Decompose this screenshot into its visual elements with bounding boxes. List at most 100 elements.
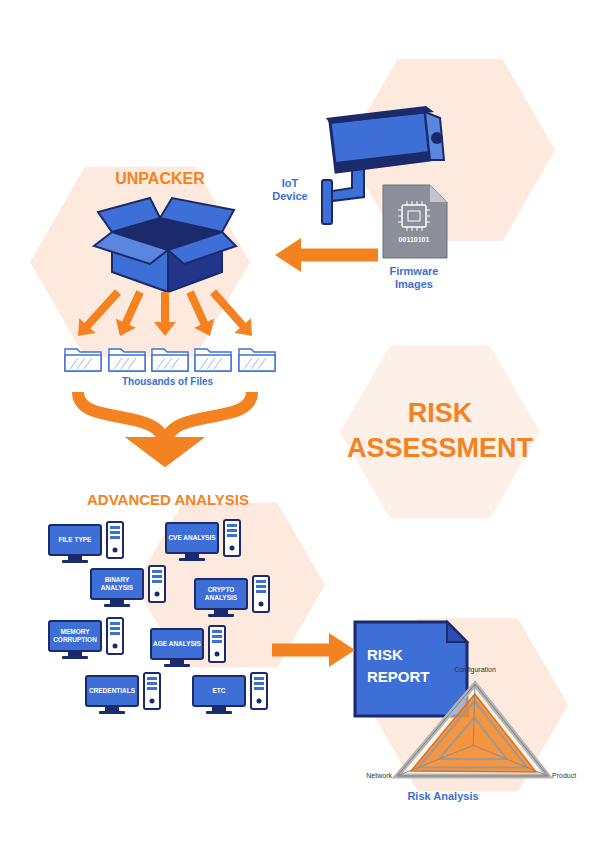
- radar-ring: [439, 718, 507, 759]
- monitor-box: CRYPTO ANALYSIS: [194, 578, 248, 610]
- arrow-line: [85, 292, 118, 329]
- node-text: AGE ANALYSIS: [152, 630, 202, 658]
- pc-tower: [251, 673, 267, 709]
- unpacker-node: UNPACKER: [95, 170, 275, 292]
- node-text: ADVANCED ANALYSIS: [63, 491, 273, 508]
- pc-tower: [224, 520, 240, 556]
- pc-tower: [209, 626, 225, 662]
- monitor-stand: [99, 706, 125, 714]
- arrow-head: [154, 322, 176, 336]
- arrow-head: [78, 318, 96, 336]
- radar-ring: [418, 701, 527, 767]
- node-text: BINARY ANALYSIS: [92, 570, 142, 598]
- box-flap: [94, 232, 168, 264]
- arrow-line: [161, 292, 169, 326]
- chip-core: [408, 211, 420, 221]
- firmware-node: 00110101Firmware Images: [378, 183, 450, 290]
- arrow-line: [190, 292, 206, 327]
- pc-tower: [149, 566, 165, 602]
- pc-tower: [107, 618, 123, 654]
- hexagon-bg: [340, 345, 540, 518]
- arrow-line: [124, 292, 140, 327]
- node-text: UNPACKER: [95, 170, 225, 188]
- arrow-head: [329, 633, 355, 667]
- radar-node: ConfigurationNetworkProductRisk Analysis: [340, 666, 580, 806]
- arrow-head: [194, 319, 214, 336]
- node-text: Firmware Images: [378, 265, 450, 290]
- folder-icon: [239, 349, 275, 371]
- radar-axes: [397, 684, 548, 776]
- arrow-head: [125, 437, 205, 467]
- camera-front: [425, 112, 444, 160]
- camera-hood: [326, 106, 434, 124]
- monitor-stand: [164, 659, 190, 667]
- analysis-group: ADVANCED ANALYSIS FILE TYPE CVE ANALYSIS BI…: [38, 467, 272, 722]
- box-flap: [168, 232, 236, 264]
- monitor-box: FILE TYPE: [48, 524, 102, 556]
- monitor-box: BINARY ANALYSIS: [90, 568, 144, 600]
- camera-underside: [336, 151, 430, 172]
- report-fold: [447, 622, 467, 642]
- node-text: 00110101: [378, 236, 450, 244]
- monitor-stand: [179, 553, 205, 561]
- arrow-head: [234, 318, 252, 336]
- monitor-stand: [62, 555, 88, 563]
- chip-pins: [398, 201, 430, 231]
- file-fold: [430, 185, 447, 202]
- node-text: Risk Analysis: [388, 790, 498, 803]
- monitor-box: MEMORY CORRUPTION: [48, 620, 102, 652]
- chip-icon: [402, 205, 426, 227]
- camera-lens: [431, 132, 443, 144]
- folder-icon: [109, 349, 145, 371]
- monitor-stand: [62, 651, 88, 659]
- monitor-box: ETC: [192, 675, 246, 707]
- main-heading: RISK ASSESSMENT: [335, 396, 545, 466]
- flow-arrow: [78, 392, 252, 467]
- node-text: Network: [340, 772, 392, 780]
- node-text: CVE ANALYSIS: [167, 524, 217, 552]
- arrow-line: [272, 644, 337, 657]
- hexagon-bg: [135, 503, 325, 668]
- radar-outer: [397, 684, 548, 776]
- arrow-head: [116, 319, 136, 336]
- files-group: Thousands of Files: [60, 340, 275, 392]
- arrow-line: [213, 292, 245, 329]
- arrow-head: [125, 437, 205, 467]
- device-node: IoT Device: [262, 105, 442, 225]
- pc-tower: [144, 673, 160, 709]
- arrow-line: [293, 249, 378, 262]
- node-text: Thousands of Files: [60, 376, 275, 388]
- radar-outer-inner-line: [397, 684, 548, 776]
- node-text: CRYPTO ANALYSIS: [196, 580, 246, 608]
- flow-arrow: [275, 238, 378, 272]
- firmware-file: [383, 185, 447, 258]
- monitor-box: AGE ANALYSIS: [150, 628, 204, 660]
- monitor-stand: [104, 599, 130, 607]
- node-text: RISK REPORT: [367, 644, 455, 688]
- report-node: RISK REPORT: [355, 622, 467, 716]
- node-text: FILE TYPE: [50, 526, 100, 554]
- monitor-stand: [206, 706, 232, 714]
- node-text: Configuration: [435, 666, 515, 674]
- node-text: Product: [552, 772, 592, 780]
- hexagon-bg: [30, 167, 250, 358]
- folder-icon: [65, 349, 101, 371]
- node-text: CREDENTIALS: [87, 677, 137, 705]
- flow-arrow: [272, 633, 355, 667]
- folder-icon: [152, 349, 188, 371]
- arrow-head: [275, 238, 301, 272]
- flow-arrow: [78, 292, 252, 336]
- monitor-stand: [208, 609, 234, 617]
- pc-tower: [107, 522, 123, 558]
- monitor-box: CREDENTIALS: [85, 675, 139, 707]
- node-text: ETC: [194, 677, 244, 705]
- report-document: [355, 622, 467, 716]
- folder-icon: [195, 349, 231, 371]
- node-text: IoT Device: [265, 177, 315, 202]
- monitor-box: CVE ANALYSIS: [165, 522, 219, 554]
- camera-wall-plate: [322, 180, 332, 224]
- pc-tower: [253, 576, 269, 612]
